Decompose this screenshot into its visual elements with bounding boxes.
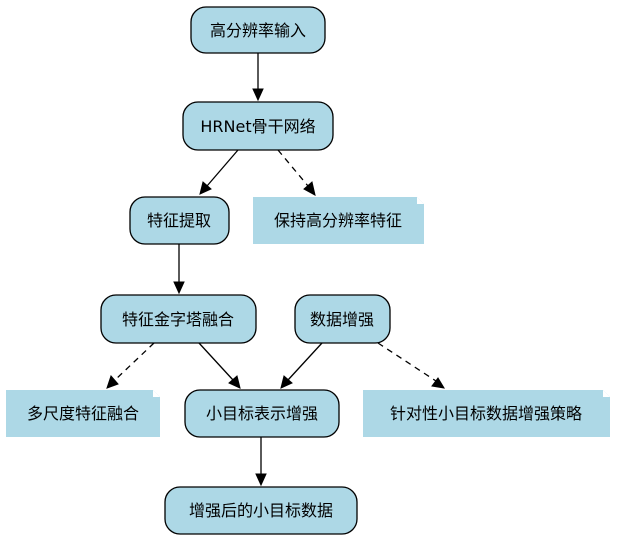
note-targeted-augmentation: 针对性小目标数据增强策略 xyxy=(363,390,610,437)
label-multi-scale-fusion: 多尺度特征融合 xyxy=(27,404,139,423)
arrowhead-hrnet-to-keep-hr xyxy=(303,181,316,196)
label-targeted-augmentation: 针对性小目标数据增强策略 xyxy=(390,404,582,423)
label-data-augmentation: 数据增强 xyxy=(310,310,374,329)
label-feature-extraction: 特征提取 xyxy=(147,211,211,230)
node-fpn-fusion: 特征金字塔融合 xyxy=(100,294,257,344)
arrowhead-data-aug-to-targeted xyxy=(431,377,445,389)
edge-hrnet-to-keep-hr xyxy=(277,149,309,187)
label-keep-high-res: 保持高分辨率特征 xyxy=(274,211,402,230)
arrowhead-fpn-to-multi-scale xyxy=(106,375,119,389)
edge-hrnet-to-feature-extract xyxy=(206,149,239,187)
edge-data-aug-to-targeted xyxy=(377,342,437,382)
arrowhead-feature-extract-to-fpn xyxy=(173,281,185,295)
note-keep-high-res: 保持高分辨率特征 xyxy=(253,197,424,244)
node-high-res-input: 高分辨率输入 xyxy=(190,6,326,54)
arrowhead-small-obj-to-result xyxy=(255,473,267,487)
label-small-object-enhancement: 小目标表示增强 xyxy=(206,404,318,423)
edges xyxy=(106,53,445,487)
node-data-augmentation: 数据增强 xyxy=(294,294,391,344)
node-hrnet-backbone: HRNet骨干网络 xyxy=(182,101,334,151)
node-small-object-enhancement: 小目标表示增强 xyxy=(184,389,340,438)
edge-fpn-to-multi-scale xyxy=(114,342,155,381)
label-fpn-fusion: 特征金字塔融合 xyxy=(122,310,234,329)
label-high-res-input: 高分辨率输入 xyxy=(210,21,306,40)
label-augmented-small-object-data: 增强后的小目标数据 xyxy=(189,501,333,520)
arrowhead-data-aug-to-small-obj xyxy=(280,375,293,389)
arrowhead-hrnet-to-feature-extract xyxy=(199,181,212,195)
edge-data-aug-to-small-obj xyxy=(287,342,323,381)
node-augmented-small-object-data: 增强后的小目标数据 xyxy=(164,486,358,535)
note-multi-scale-fusion: 多尺度特征融合 xyxy=(6,390,160,437)
arrowhead-fpn-to-small-obj xyxy=(228,375,241,389)
node-feature-extraction: 特征提取 xyxy=(129,196,230,245)
edge-fpn-to-small-obj xyxy=(198,342,234,381)
arrowhead-input-to-hrnet xyxy=(252,88,264,102)
label-hrnet-backbone: HRNet骨干网络 xyxy=(200,117,315,136)
